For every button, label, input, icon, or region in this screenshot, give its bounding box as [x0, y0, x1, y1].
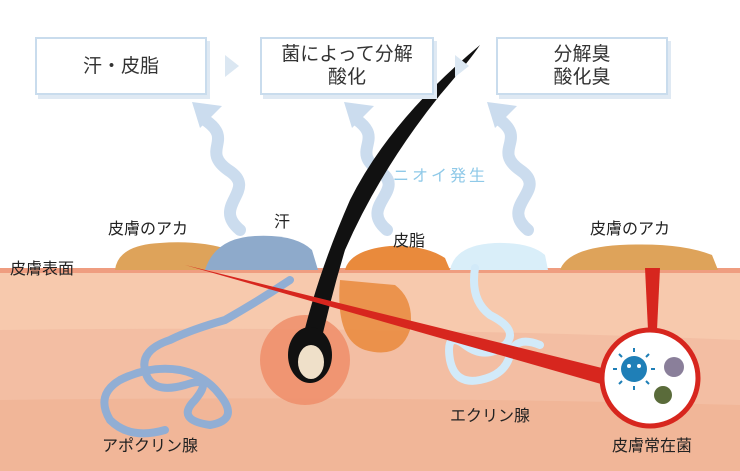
- bacteria-label: 皮膚常在菌: [612, 436, 693, 455]
- aka-right-label: 皮膚のアカ: [590, 219, 671, 238]
- odor-arrowheads: [192, 102, 517, 128]
- sebum-label: 皮脂: [393, 231, 426, 250]
- apocrine-gland-label: アポクリン腺: [102, 436, 199, 455]
- arrowhead-middle: [344, 102, 374, 128]
- flow-step-2-box: 菌によって分解 酸化: [260, 37, 434, 95]
- sweat-blob: [205, 235, 318, 270]
- skin-surface-line: [0, 268, 740, 273]
- bacterium-blue-spikes: [613, 348, 655, 390]
- bacteria-group: [613, 348, 684, 404]
- bacteria-zoom-circle: [599, 327, 701, 429]
- aka-right: [560, 244, 718, 270]
- bacterium-purple-icon: [664, 357, 684, 377]
- eccrine-sweat-blob: [450, 242, 548, 270]
- bacterium-blue-icon: [621, 356, 647, 382]
- arrowhead-right: [487, 102, 517, 128]
- aka-left-label: 皮膚のアカ: [108, 219, 189, 238]
- arrowhead-left: [192, 102, 222, 128]
- flow-step-1-box: 汗・皮脂: [35, 37, 207, 95]
- flow-arrow-1-icon: [225, 55, 239, 77]
- eccrine-gland-label: エクリン腺: [450, 406, 531, 425]
- hair-shaft: [300, 45, 480, 355]
- dermal-papilla: [298, 345, 324, 379]
- eccrine-gland: [445, 264, 544, 385]
- odor-generation-label: ニオイ発生: [393, 166, 489, 185]
- apocrine-coil: [100, 276, 294, 438]
- flow-step-3-box: 分解臭 酸化臭: [496, 37, 668, 95]
- sweat-label: 汗: [274, 212, 291, 231]
- bacterium-green-icon: [654, 386, 672, 404]
- flow-arrow-2-icon: [455, 55, 469, 77]
- wavy-arrow-left: [199, 114, 246, 236]
- apocrine-gland: [100, 276, 294, 438]
- bacteria-pointer-spike: [645, 268, 660, 330]
- skin-surface-label: 皮膚表面: [10, 259, 75, 278]
- sebum-blob: [345, 245, 450, 270]
- wavy-arrow-right: [494, 114, 536, 236]
- eccrine-coil: [445, 264, 544, 385]
- bacteria-pointer-line: [185, 265, 615, 388]
